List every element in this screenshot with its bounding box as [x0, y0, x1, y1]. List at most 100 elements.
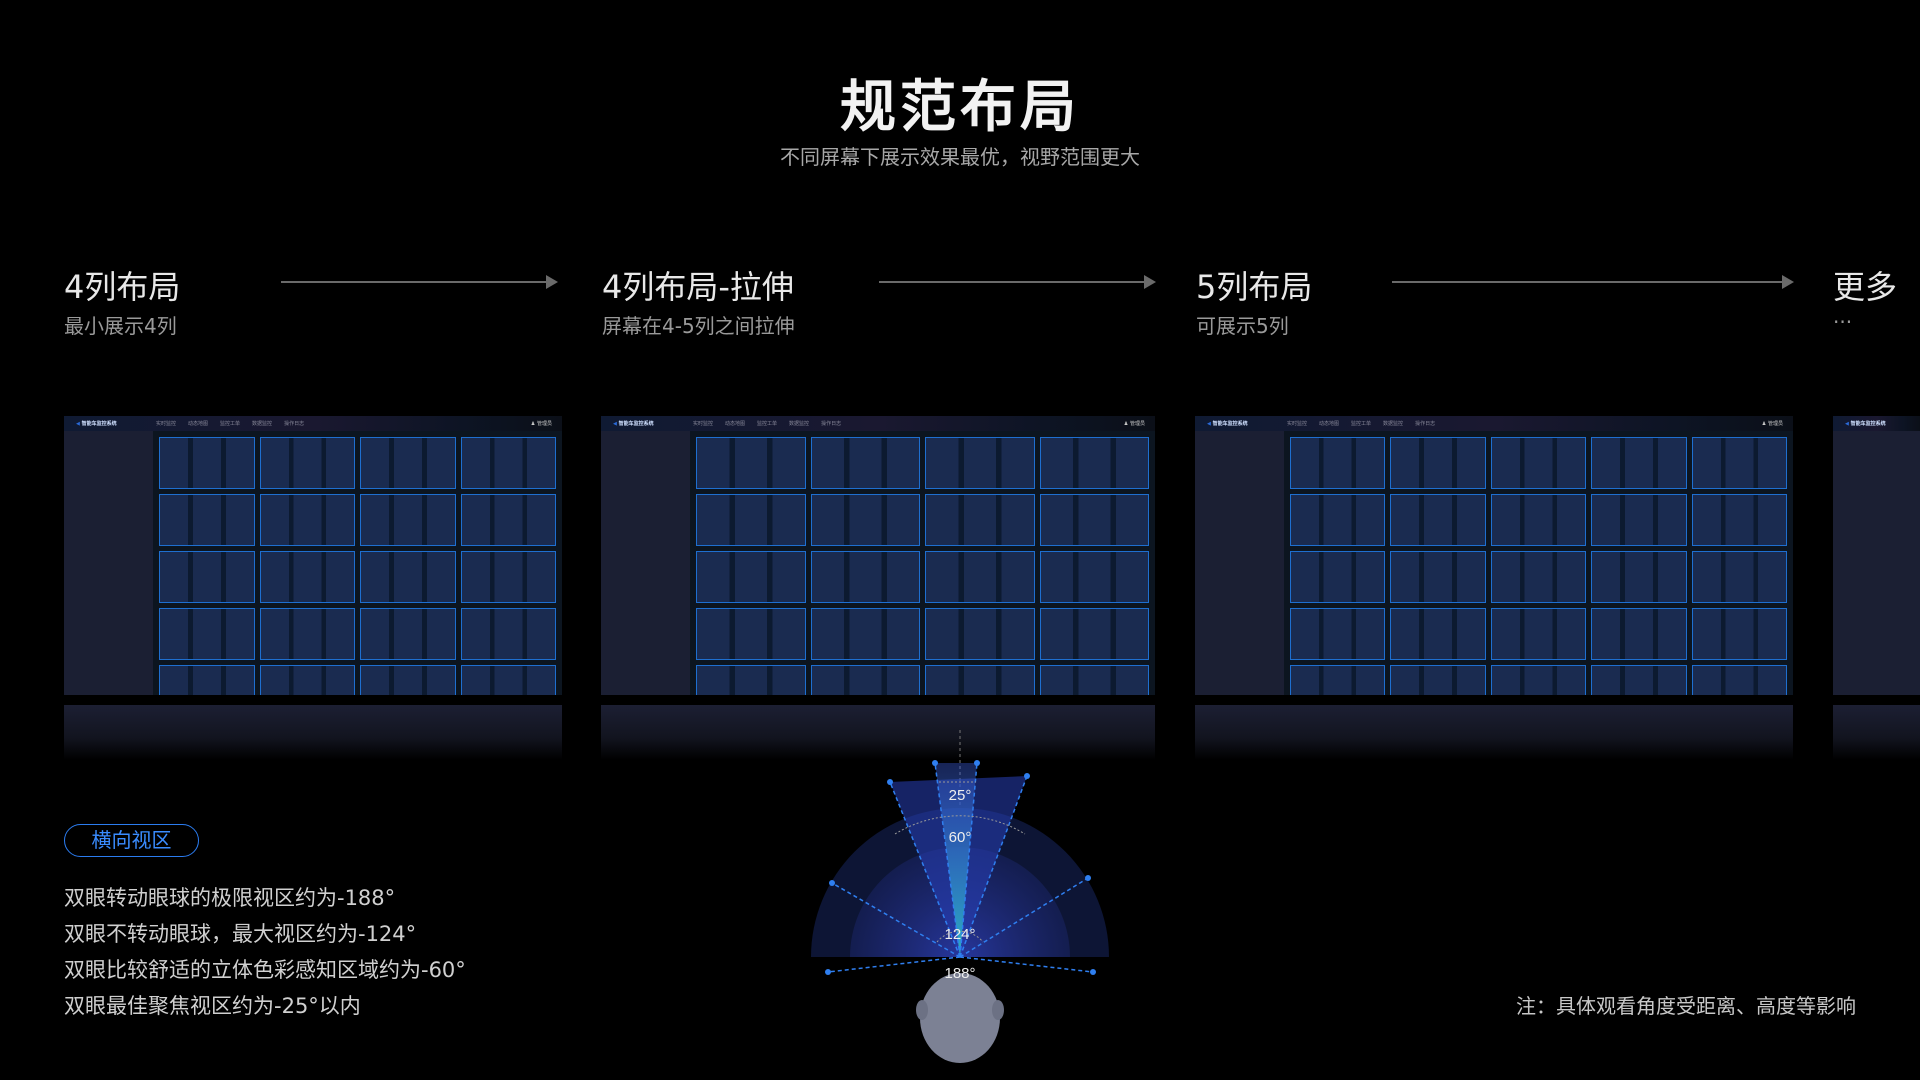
mockup-card	[1390, 551, 1486, 603]
zone-25	[935, 763, 977, 957]
mockup-card	[1490, 494, 1587, 546]
mockup-card	[460, 494, 556, 546]
view-line: 双眼比较舒适的立体色彩感知区域约为-60°	[64, 958, 466, 982]
mockup-card	[696, 665, 806, 695]
mockup-user-name: 管理员	[1129, 421, 1145, 427]
mockup-card	[810, 608, 920, 660]
mockup-nav-item: 数据监控	[789, 421, 810, 427]
mockup-card	[1039, 551, 1149, 603]
page-subtitle: 不同屏幕下展示效果最优，视野范围更大	[780, 145, 1140, 169]
mockup-card	[810, 437, 920, 489]
field-of-view-diagram: 25° 60° 124° 188°	[811, 730, 1109, 1063]
mockup-nav-item: 实时监控	[156, 421, 177, 427]
mockup-card	[460, 665, 556, 695]
screen-reflection	[64, 705, 562, 760]
mockup-card	[1691, 665, 1787, 695]
mockup-app-title: 智能车监控系统	[1845, 420, 1920, 427]
mockup-sidebar	[601, 431, 690, 695]
mockup-nav-item: 动态地图	[188, 421, 209, 427]
mockup-user-name: 管理员	[1767, 421, 1783, 427]
view-rays	[827, 762, 1094, 973]
mockup-card	[1591, 494, 1687, 546]
mockup-card	[925, 551, 1035, 603]
mockup-card	[159, 494, 255, 546]
angle-label-60: 60°	[949, 829, 972, 846]
mockup-card	[159, 665, 255, 695]
mockup-card	[1390, 608, 1486, 660]
mockup-nav-item: 监控工单	[1351, 421, 1372, 427]
mockup-card	[1591, 437, 1687, 489]
mockup-card	[259, 608, 355, 660]
layout-mockup-screen: 智能车监控系统	[1833, 416, 1920, 695]
mockup-card	[1290, 494, 1386, 546]
mockup-nav-item: 实时监控	[1287, 421, 1308, 427]
mockup-card	[360, 665, 456, 695]
mockup-sidebar	[1195, 431, 1284, 695]
section-title-5col: 5列布局	[1196, 268, 1313, 306]
mockup-nav-item: 实时监控	[693, 421, 714, 427]
mockup-card	[360, 437, 456, 489]
mockup-user: ♟ 管理员	[1123, 421, 1145, 427]
mockup-nav-item: 操作日志	[284, 421, 305, 427]
section-subtitle-4col: 最小展示4列	[64, 314, 177, 338]
mockup-card	[1591, 551, 1687, 603]
section-subtitle-4col-stretch: 屏幕在4-5列之间拉伸	[602, 314, 795, 338]
mockup-card	[159, 608, 255, 660]
mockup-card	[1290, 437, 1386, 489]
mockup-card	[259, 551, 355, 603]
mockup-nav-item: 监控工单	[757, 421, 778, 427]
horizontal-view-tag: 横向视区	[64, 824, 199, 857]
mockup-app-title: 智能车监控系统	[1207, 420, 1287, 427]
mockup-card	[259, 494, 355, 546]
mockup-card	[696, 437, 806, 489]
mockup-card	[1591, 608, 1687, 660]
mockup-card	[159, 437, 255, 489]
mockup-card	[360, 494, 456, 546]
mockup-card	[925, 665, 1035, 695]
page-title: 规范布局	[840, 75, 1080, 140]
mockup-card	[1490, 665, 1587, 695]
mockup-card	[1290, 608, 1386, 660]
mockup-card	[925, 494, 1035, 546]
mockup-card	[360, 551, 456, 603]
mockup-user: ♟ 管理员	[530, 421, 552, 427]
mockup-card	[696, 608, 806, 660]
view-line: 双眼不转动眼球，最大视区约为-124°	[64, 922, 417, 946]
mockup-nav-item: 监控工单	[220, 421, 241, 427]
screen-reflection	[1833, 705, 1920, 760]
mockup-user-name: 管理员	[536, 421, 552, 427]
mockup-card	[1691, 437, 1787, 489]
mockup-header: 智能车监控系统	[1833, 416, 1920, 431]
mockup-card	[460, 551, 556, 603]
mockup-card	[696, 494, 806, 546]
arrow-icon	[879, 275, 1156, 289]
mockup-card	[1039, 494, 1149, 546]
arrow-heads	[825, 760, 1096, 975]
mockup-card	[1390, 437, 1486, 489]
section-title-more: 更多	[1833, 268, 1898, 306]
mockup-nav-item: 操作日志	[1415, 421, 1436, 427]
mockup-card	[1390, 494, 1486, 546]
mockup-card	[1490, 437, 1587, 489]
mockup-card	[925, 608, 1035, 660]
arrow-icon	[281, 275, 558, 289]
angle-label-25: 25°	[949, 787, 972, 804]
mockup-nav-item: 操作日志	[821, 421, 842, 427]
mockup-sidebar	[64, 431, 153, 695]
mockup-sidebar	[1833, 431, 1920, 695]
screen-reflection	[1195, 705, 1793, 760]
mockup-card	[460, 608, 556, 660]
mockup-card	[810, 494, 920, 546]
mockup-card	[1290, 551, 1386, 603]
mockup-card	[1390, 665, 1486, 695]
section-title-4col-stretch: 4列布局-拉伸	[602, 268, 794, 306]
mockup-card	[460, 437, 556, 489]
footnote: 注：具体观看角度受距离、高度等影响	[1516, 994, 1856, 1018]
mockup-card	[1691, 494, 1787, 546]
mockup-card	[1039, 437, 1149, 489]
